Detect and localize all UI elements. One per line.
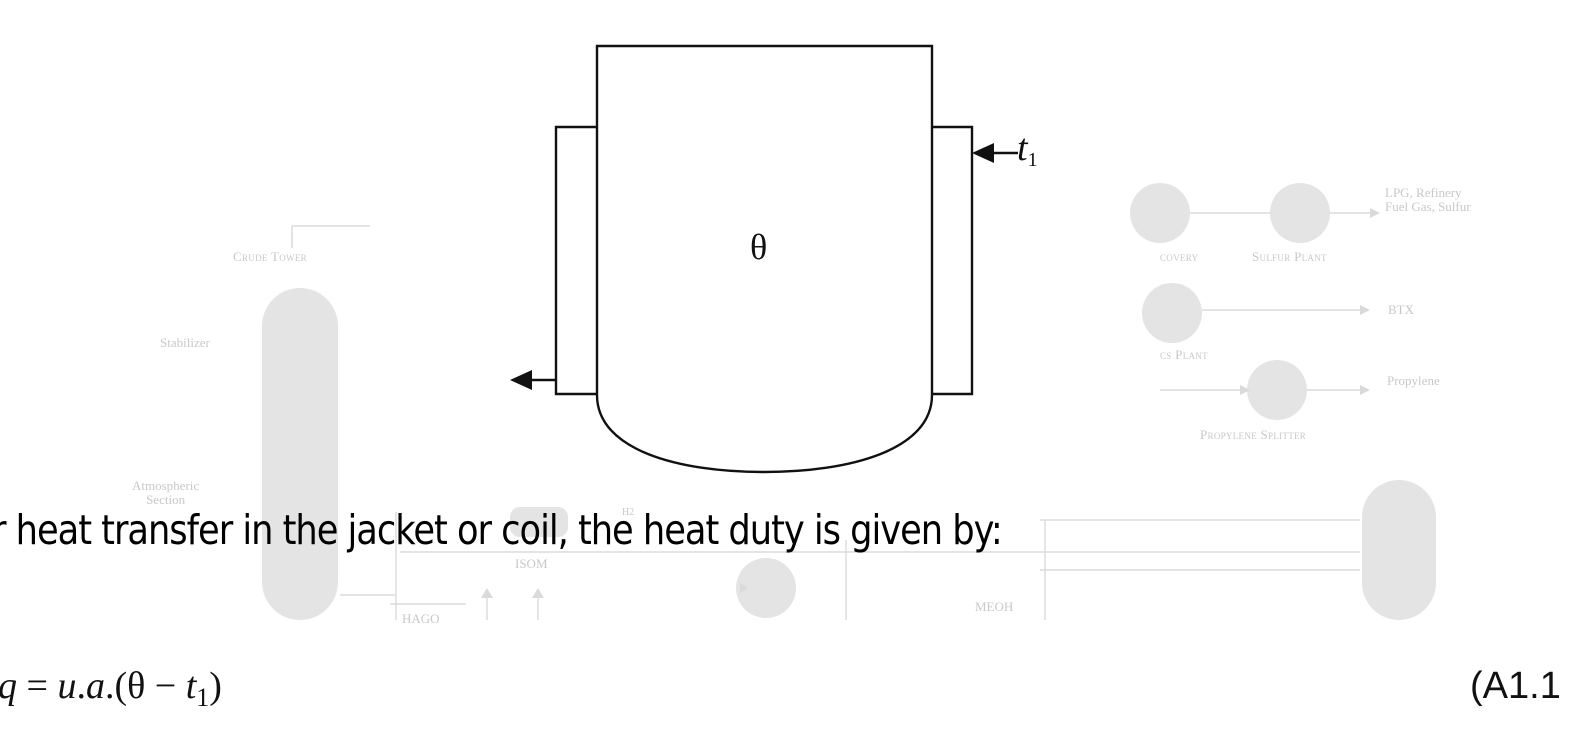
- inlet-subscript: 1: [1027, 149, 1038, 171]
- recovery-label: covery: [1160, 249, 1199, 264]
- eq-a: a: [85, 665, 105, 707]
- eq-dot1: .: [76, 665, 86, 707]
- vessel-temperature-label: θ: [750, 227, 768, 267]
- inlet-t: t: [1017, 127, 1028, 169]
- reactor-vessel: [595, 44, 934, 474]
- eq-close: ): [209, 665, 222, 707]
- body-text-line: r heat transfer in the jacket or coil, t…: [0, 506, 1003, 554]
- eq-open: (θ −: [114, 665, 186, 707]
- lpg-output-label: LPG, Refinery Fuel Gas, Sulfur: [1385, 185, 1471, 214]
- recovery-vessel: [1130, 183, 1190, 243]
- left-jacket: [554, 125, 597, 396]
- propylene-splitter-vessel: [1247, 360, 1307, 420]
- process-vessel-center: [736, 558, 796, 618]
- crude-tower-label: Crude Tower: [233, 249, 307, 264]
- btx-output-label: BTX: [1388, 302, 1414, 317]
- eq-sub: 1: [196, 683, 210, 712]
- isom-vessel: [510, 507, 568, 537]
- sulfur-plant-label: Sulfur Plant: [1252, 249, 1327, 264]
- heat-duty-equation: q = u.a.(θ − t1): [0, 664, 222, 713]
- isom-label: ISOM: [515, 556, 548, 571]
- right-column: [1362, 480, 1436, 620]
- meoh-label: MEOH: [975, 599, 1014, 614]
- eq-u: u: [57, 665, 77, 707]
- inlet-arrow-icon: [972, 143, 994, 163]
- propylene-splitter-label: Propylene Splitter: [1200, 427, 1307, 442]
- hago-label: HAGO: [402, 611, 440, 626]
- eq-dot2: .: [104, 665, 115, 707]
- h2-label: H2: [622, 507, 635, 518]
- outlet-arrow-icon: [510, 370, 532, 390]
- right-jacket: [932, 125, 974, 396]
- eq-q: q: [0, 665, 17, 707]
- crude-tower-column: [262, 288, 338, 620]
- equation-number: (A1.1: [1470, 665, 1561, 707]
- stabilizer-label: Stabilizer: [160, 335, 210, 350]
- eq-equals: =: [17, 665, 58, 707]
- aromatics-plant-label: cs Plant: [1160, 347, 1208, 362]
- sulfur-plant-vessel: [1270, 183, 1330, 243]
- atmospheric-section-label: Atmospheric Section: [132, 478, 200, 507]
- eq-t: t: [185, 665, 197, 707]
- propylene-output-label: Propylene: [1387, 373, 1440, 388]
- aromatics-plant-vessel: [1142, 283, 1202, 343]
- inlet-temperature-label: t1: [1017, 126, 1038, 172]
